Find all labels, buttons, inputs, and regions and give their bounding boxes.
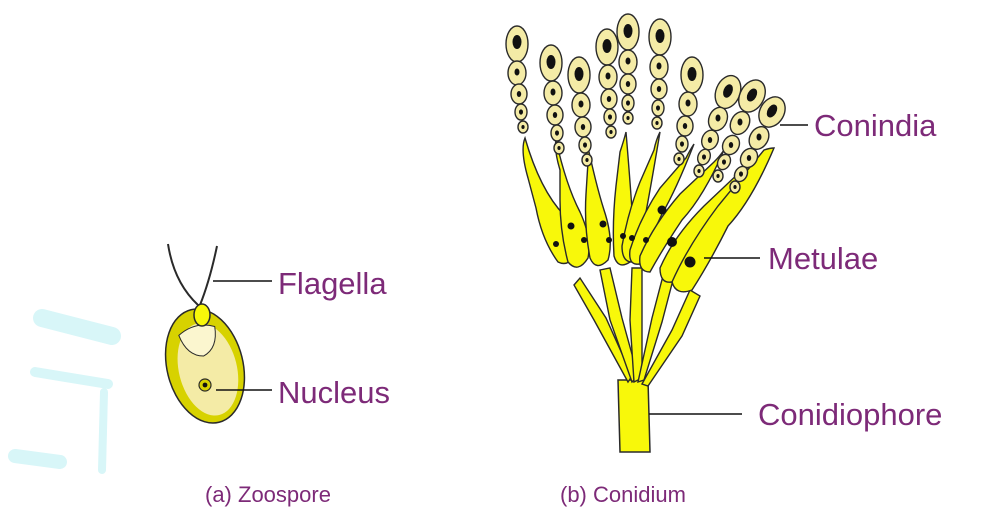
conidia-chain <box>506 26 528 133</box>
conidia-chain <box>617 14 639 124</box>
conidiophore-label: Conidiophore <box>758 397 942 433</box>
conidia-chain <box>568 57 592 166</box>
zoospore-figure <box>154 244 272 431</box>
conidiophore-stalk <box>618 380 650 452</box>
conidia-label: Conindia <box>814 108 936 144</box>
flagella-label: Flagella <box>278 266 387 302</box>
zoospore-caption: (a) Zoospore <box>205 482 331 508</box>
flagellum <box>168 244 198 305</box>
conidium-figure <box>506 14 808 452</box>
flagella-base <box>194 304 210 326</box>
zoospore-nucleus <box>203 383 208 388</box>
background-brush-strokes <box>15 318 112 470</box>
conidia-chain <box>674 57 703 165</box>
conidia-chain <box>540 45 564 154</box>
conidia-chain <box>649 19 671 129</box>
conidia-chain <box>596 29 618 138</box>
nucleus-label: Nucleus <box>278 375 390 411</box>
conidium-caption: (b) Conidium <box>560 482 686 508</box>
flagellum <box>200 246 217 305</box>
metulae-label: Metulae <box>768 241 878 277</box>
